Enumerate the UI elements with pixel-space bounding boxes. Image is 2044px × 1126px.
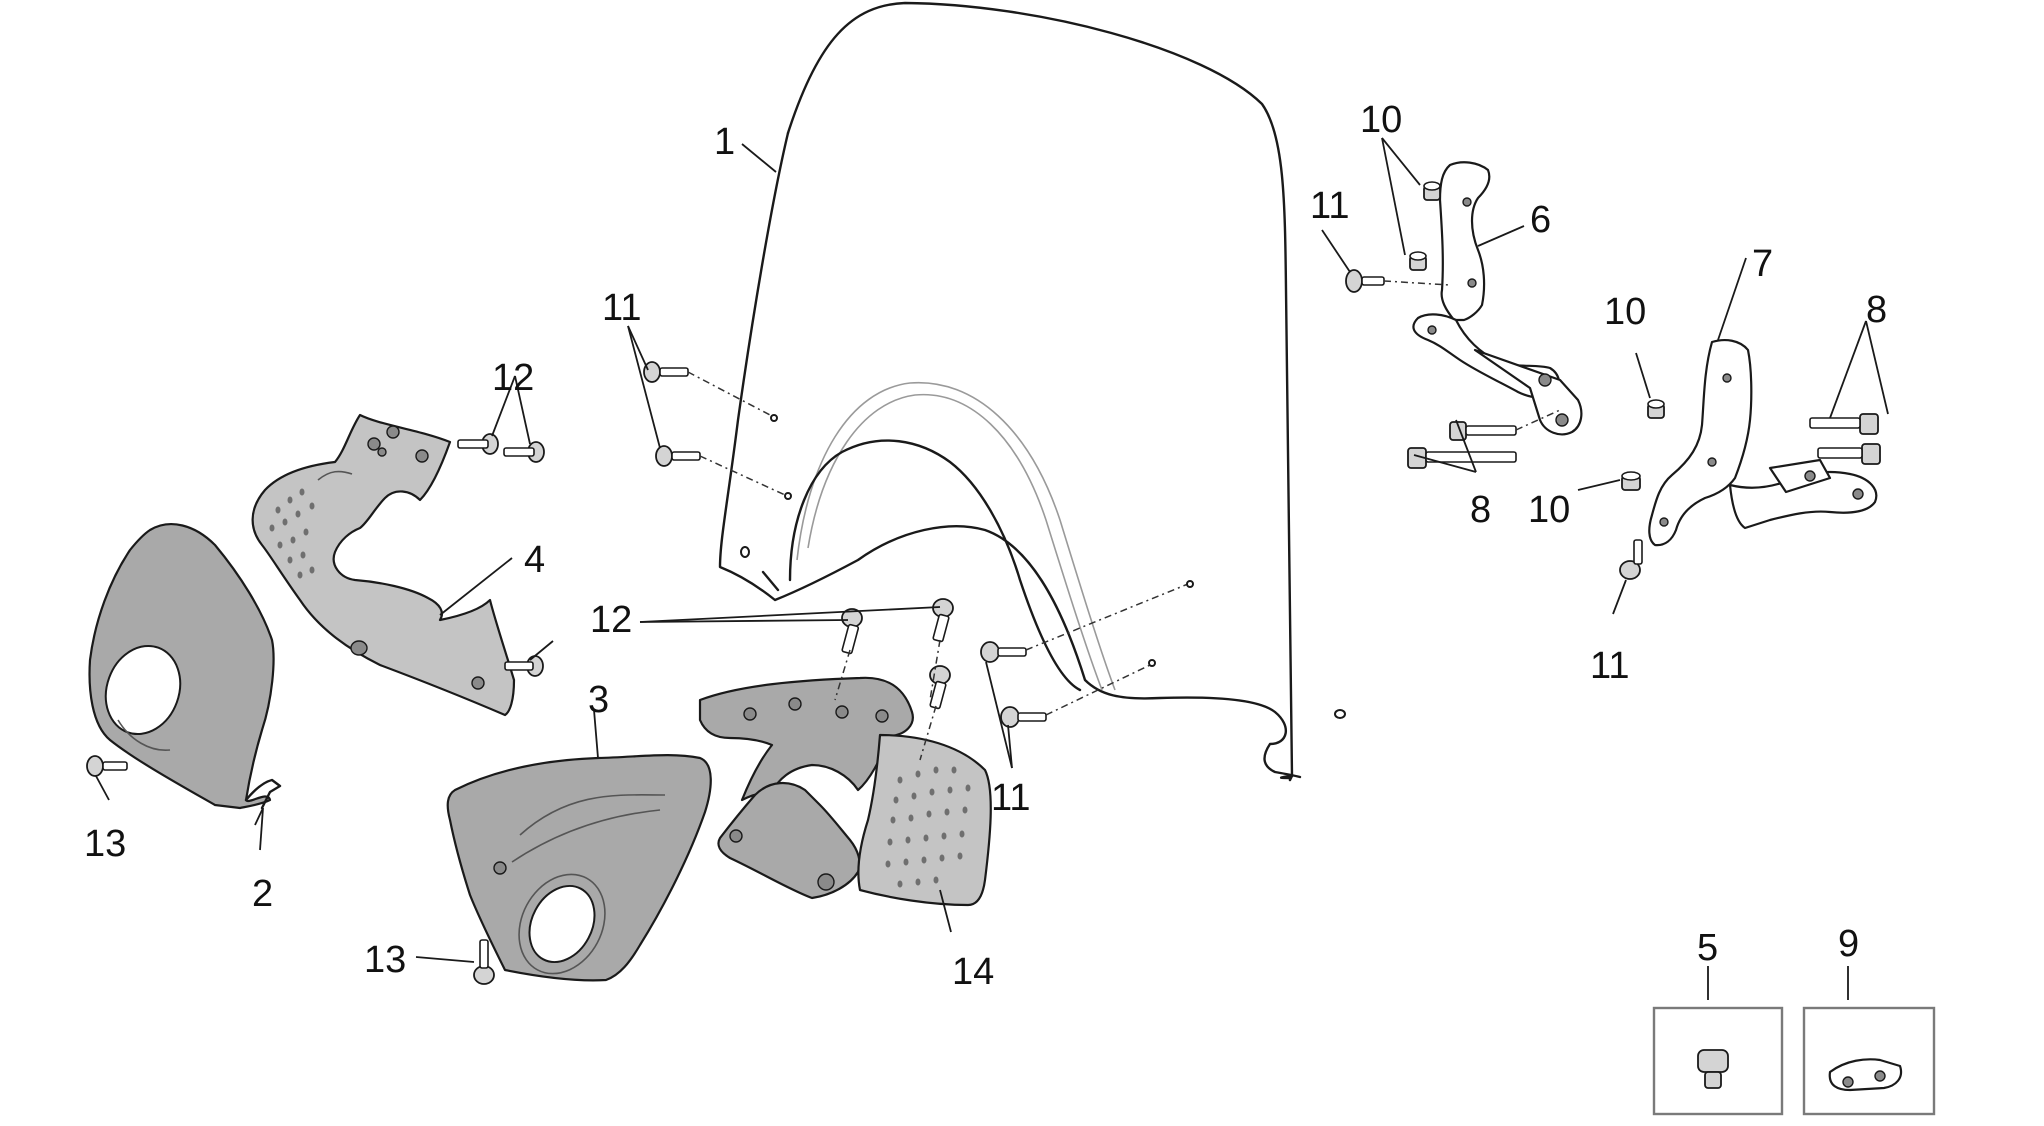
leader-lines xyxy=(95,137,1889,1000)
screw-11c xyxy=(980,641,1027,663)
callout-12b: 12 xyxy=(590,599,632,641)
callout-8b: 8 xyxy=(1866,289,1887,331)
callout-5: 5 xyxy=(1697,927,1718,969)
callout-3: 3 xyxy=(588,679,609,721)
callout-12: 12 xyxy=(492,357,534,399)
callout-14: 14 xyxy=(952,951,994,993)
screw-12e xyxy=(932,598,954,643)
callout-labels: 1 2 3 4 5 6 7 8 8 9 10 10 10 11 11 11 11… xyxy=(84,99,1887,993)
screw-12b xyxy=(503,441,545,463)
cover-left-part-2 xyxy=(88,523,282,810)
screw-12d xyxy=(841,608,863,655)
screw-11b xyxy=(655,445,701,467)
callout-2: 2 xyxy=(252,873,273,915)
callout-13b: 13 xyxy=(364,939,406,981)
screw-12f xyxy=(929,665,951,710)
screw-11d xyxy=(1000,706,1047,728)
perforation-pattern-center xyxy=(885,766,971,888)
nut-10d xyxy=(1621,471,1641,491)
callout-11c: 11 xyxy=(991,777,1030,819)
callout-7: 7 xyxy=(1752,243,1773,285)
callout-6: 6 xyxy=(1530,199,1551,241)
callout-9: 9 xyxy=(1838,923,1859,965)
screw-11f xyxy=(1619,539,1643,580)
screw-12c xyxy=(504,655,544,677)
bracket-part-7 xyxy=(1648,339,1878,547)
callout-10c: 10 xyxy=(1528,489,1570,531)
callout-1: 1 xyxy=(714,121,735,163)
screw-12a xyxy=(457,433,499,455)
nut-10c xyxy=(1647,399,1665,419)
screw-13b xyxy=(473,939,495,985)
screw-11a xyxy=(643,361,689,383)
cover-lower-part-3 xyxy=(446,753,712,982)
callout-4: 4 xyxy=(524,539,545,581)
bolt-8c xyxy=(1809,413,1879,435)
screw-11e xyxy=(1345,269,1385,293)
callout-11d: 11 xyxy=(1590,645,1629,687)
screw-13a xyxy=(86,755,128,777)
inset-part-5 xyxy=(1652,1006,1784,1116)
perforation-pattern xyxy=(269,488,315,579)
callout-11b: 11 xyxy=(1310,185,1349,227)
callout-11: 11 xyxy=(602,287,641,329)
nut-10b xyxy=(1409,251,1427,271)
callout-10: 10 xyxy=(1360,99,1402,141)
panel-upper-left-part-4 xyxy=(251,413,516,717)
bracket-part-6 xyxy=(1412,161,1583,436)
callout-13: 13 xyxy=(84,823,126,865)
callout-10b: 10 xyxy=(1604,291,1646,333)
bolt-8d xyxy=(1817,443,1881,465)
nut-10a xyxy=(1423,181,1441,201)
inset-part-9 xyxy=(1802,1006,1936,1116)
windscreen-part-1 xyxy=(718,1,1346,782)
callout-8: 8 xyxy=(1470,489,1491,531)
panel-center-part-14 xyxy=(698,676,992,907)
